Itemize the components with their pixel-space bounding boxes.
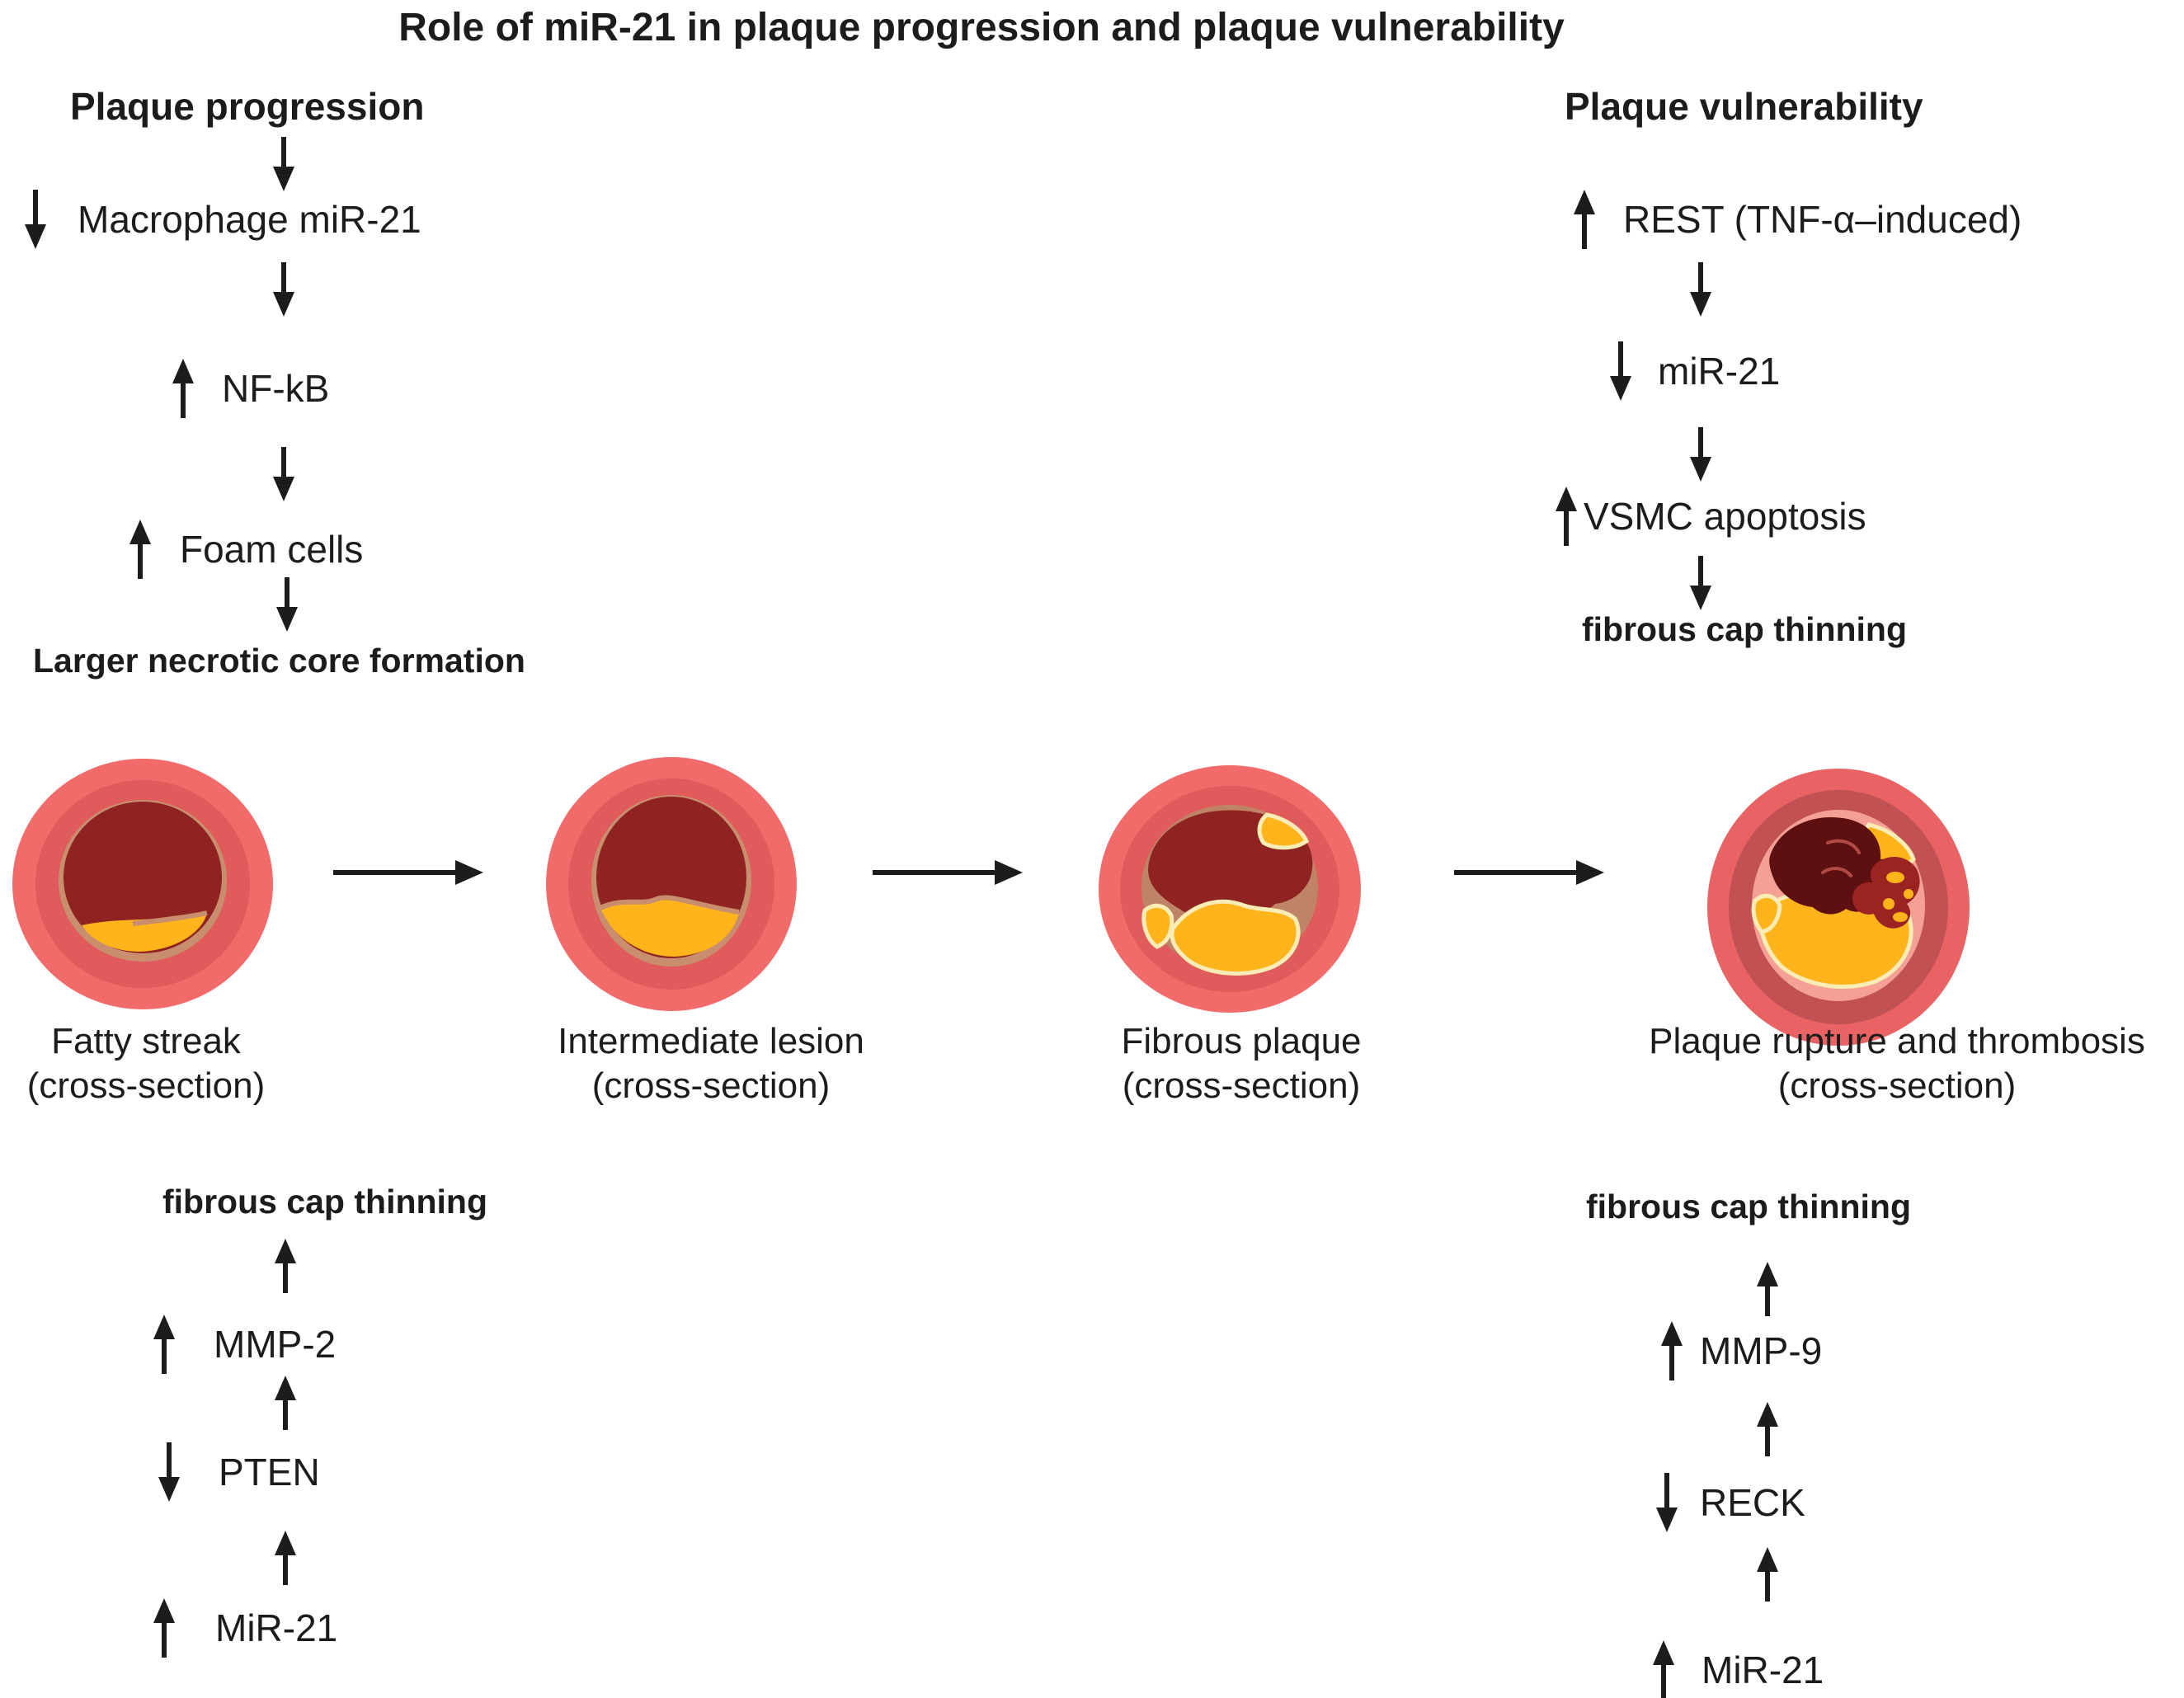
flow-step-label: REST (TNF-α–induced) xyxy=(1623,198,2022,241)
stage-view: (cross-section) xyxy=(26,1065,266,1106)
flow-step: MiR-21 xyxy=(1651,1640,1824,1698)
flow-step-label: miR-21 xyxy=(1658,350,1781,393)
progression-right-arrow xyxy=(873,860,1023,885)
flow-step-label: RECK xyxy=(1700,1481,1805,1524)
down-arrow-connector xyxy=(273,447,294,501)
up-arrow-connector xyxy=(1757,1547,1778,1602)
up-arrow-connector xyxy=(275,1239,296,1293)
up-arrow-icon xyxy=(153,1598,175,1658)
progression-right-arrow xyxy=(1454,860,1604,885)
flow-step-label: MiR-21 xyxy=(1702,1649,1824,1691)
stage-name: Plaque rupture and thrombosis xyxy=(1649,1021,2145,1061)
up-arrow-connector xyxy=(1757,1262,1778,1316)
plaque-deposit-left xyxy=(1141,903,1174,949)
flow-step: Foam cells xyxy=(128,520,363,579)
up-arrow-icon xyxy=(1653,1640,1674,1698)
flow-step: REST (TNF-α–induced) xyxy=(1572,190,2022,249)
stage-view: (cross-section) xyxy=(1122,1065,1361,1106)
fibrous-plaque-core xyxy=(1170,899,1301,976)
down-arrow-connector xyxy=(273,137,294,191)
flow-step-label: MiR-21 xyxy=(215,1606,338,1649)
intima-boundary xyxy=(132,910,208,926)
down-arrow-connector xyxy=(276,577,298,632)
lipid-droplet xyxy=(1904,889,1913,899)
up-arrow-connector xyxy=(275,1376,296,1430)
intima-boundary xyxy=(599,895,740,915)
down-arrow-icon xyxy=(1656,1473,1678,1532)
lipid-droplet xyxy=(1883,898,1895,910)
stage-view: (cross-section) xyxy=(591,1065,831,1106)
flow-step: PTEN xyxy=(157,1442,320,1502)
up-arrow-icon xyxy=(153,1315,175,1374)
lipid-droplet xyxy=(1886,872,1904,883)
right-flow-outcome: fibrous cap thinning xyxy=(1582,610,1908,648)
flow-step-label: VSMC apoptosis xyxy=(1584,495,1866,538)
artery-intermediate-lesion-illustration xyxy=(546,757,797,1011)
flow-step: MMP-9 xyxy=(1659,1321,1822,1381)
up-arrow-icon xyxy=(172,359,194,418)
flow-step: VSMC apoptosis xyxy=(1554,487,1866,546)
down-arrow-connector xyxy=(1690,427,1711,482)
stage-view: (cross-section) xyxy=(1777,1065,2017,1106)
left-chain-outcome: fibrous cap thinning xyxy=(162,1183,488,1221)
artery-fibrous-plaque-illustration xyxy=(1099,765,1361,1013)
thrombus-highlight xyxy=(1821,867,1852,877)
thrombus-highlight xyxy=(1826,839,1861,854)
up-arrow-icon xyxy=(129,520,151,579)
right-flow-header: Plaque vulnerability xyxy=(1565,85,1923,128)
flow-step: NF-kB xyxy=(171,359,329,418)
up-arrow-icon xyxy=(1661,1321,1683,1381)
flow-step: Macrophage miR-21 xyxy=(23,190,421,249)
flow-step-label: MMP-9 xyxy=(1700,1329,1823,1372)
stage-name: Fatty streak xyxy=(51,1021,241,1061)
flow-step-label: Macrophage miR-21 xyxy=(78,198,421,241)
flow-step: MMP-2 xyxy=(152,1315,336,1374)
artery-plaque-rupture-illustration xyxy=(1707,769,1970,1046)
flow-step: miR-21 xyxy=(1608,341,1780,401)
plaque-deposit-top xyxy=(1257,812,1310,850)
flow-step-label: PTEN xyxy=(219,1451,320,1493)
stage-label: Intermediate lesion (cross-section) xyxy=(497,1019,925,1108)
up-arrow-connector xyxy=(275,1531,296,1585)
flow-step-label: NF-kB xyxy=(222,367,330,410)
left-flow-header: Plaque progression xyxy=(70,85,425,128)
down-arrow-connector xyxy=(1690,262,1711,317)
fatty-streak-plaque xyxy=(82,914,207,952)
down-arrow-connector xyxy=(1690,556,1711,610)
plaque-deposit-left xyxy=(1751,893,1782,934)
down-arrow-icon xyxy=(158,1442,180,1502)
flow-step: RECK xyxy=(1654,1473,1805,1532)
artery-fatty-streak-illustration xyxy=(12,759,273,1009)
stage-label: Plaque rupture and thrombosis (cross-sec… xyxy=(1610,1019,2184,1108)
down-arrow-icon xyxy=(25,190,46,249)
flow-step-label: Foam cells xyxy=(180,528,364,571)
lipid-plaque xyxy=(600,897,739,957)
up-arrow-connector xyxy=(1757,1402,1778,1456)
stage-label: Fatty streak (cross-section) xyxy=(0,1019,292,1108)
down-arrow-icon xyxy=(1610,341,1631,401)
stage-name: Intermediate lesion xyxy=(558,1021,864,1061)
right-chain-outcome: fibrous cap thinning xyxy=(1586,1188,1912,1225)
lipid-droplet xyxy=(1893,912,1908,922)
page-title: Role of miR-21 in plaque progression and… xyxy=(398,6,1565,49)
left-flow-outcome: Larger necrotic core formation xyxy=(33,642,525,680)
up-arrow-icon xyxy=(1556,487,1577,546)
up-arrow-icon xyxy=(1574,190,1595,249)
flow-step: MiR-21 xyxy=(152,1598,337,1658)
stage-name: Fibrous plaque xyxy=(1121,1021,1362,1061)
down-arrow-connector xyxy=(273,262,294,317)
flow-step-label: MMP-2 xyxy=(214,1323,337,1366)
progression-right-arrow xyxy=(333,860,483,885)
stage-label: Fibrous plaque (cross-section) xyxy=(1027,1019,1456,1108)
